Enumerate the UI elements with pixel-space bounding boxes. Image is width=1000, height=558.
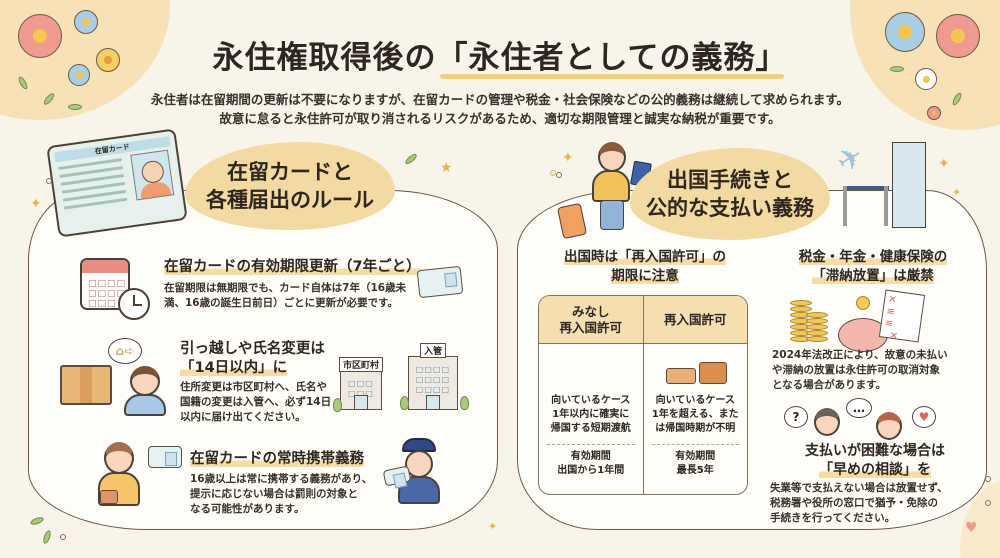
coin-stack-icon	[806, 312, 828, 342]
dot-decoration	[550, 170, 556, 176]
city-hall-icon: 市区町村 □□□□□□	[338, 357, 384, 410]
dot-decoration	[985, 476, 991, 482]
leaf-icon	[29, 515, 45, 527]
heading-line-1: 在留カードと	[227, 160, 353, 184]
man-face-icon	[130, 366, 160, 396]
title-highlight: 「永住者としての義務」	[436, 32, 787, 79]
reentry-column: 向いているケース 1年を超える、また は帰国時期が不明 有効期間 最長5年	[644, 344, 748, 494]
sparkle-icon: ✦	[562, 150, 574, 166]
dot-decoration	[60, 534, 66, 540]
dot-decoration	[985, 500, 991, 506]
card-icon	[148, 446, 182, 468]
flower-icon	[96, 48, 120, 72]
airplane-icon: ✈	[830, 138, 871, 181]
leaf-icon	[403, 152, 419, 166]
leaf-icon	[41, 529, 53, 545]
sparkle-icon: ★	[440, 160, 453, 176]
heart-bubble-icon: ♥	[912, 406, 936, 428]
woman-face-icon	[876, 412, 902, 440]
flower-icon	[885, 12, 925, 52]
woman-face-icon	[104, 442, 134, 474]
city-hall-sign: 市区町村	[338, 357, 384, 372]
intro-text: 永住者は在留期間の更新は不要になりますが、在留カードの管理や税金・社会保険などの…	[0, 90, 1000, 128]
heading-line-2: 公的な支払い義務	[646, 196, 814, 220]
tree-icon	[333, 398, 342, 412]
stanchion-icon	[843, 186, 847, 226]
leaf-icon	[890, 66, 904, 72]
stanchion-icon	[884, 186, 888, 226]
coin-icon	[856, 296, 870, 310]
traveler-legs-icon	[600, 200, 624, 230]
man-face-icon	[814, 408, 840, 436]
sparkle-icon: ✦	[952, 186, 962, 199]
col-header-reentry: 再入国許可	[663, 311, 727, 327]
tax-title: 税金・年金・健康保険の 「滞納放置」は厳禁	[798, 249, 948, 284]
handbag-icon	[100, 490, 118, 504]
reentry-comparison-table: みなし再入国許可 再入国許可 向いているケース 1年以内に確実に 帰国する短期渡…	[538, 295, 748, 495]
sparkle-icon: ✦	[488, 520, 498, 533]
sparkle-icon: ✦	[30, 196, 42, 212]
sparkle-icon: ✦	[938, 156, 950, 172]
immigration-sign: 入管	[419, 343, 447, 358]
question-bubble-icon: ?	[784, 406, 808, 428]
dot-decoration	[46, 178, 52, 184]
woman-body-icon	[98, 472, 140, 506]
overdue-notice-icon: ✕≡≡ ✕	[878, 289, 926, 343]
heart-decoration-icon: ♥	[965, 520, 978, 536]
traveler-body-icon	[592, 170, 630, 202]
flower-icon	[936, 14, 980, 58]
title-prefix: 永住権取得後の	[212, 40, 437, 76]
intro-line-2: 故意に怠ると永住許可が取り消されるリスクがあるため、適切な期限管理と誠実な納税が…	[219, 111, 781, 126]
card-renewal-title: 在留カードの有効期限更新（7年ごと）	[164, 259, 421, 275]
card-renewal-text: 在留期限は無期限でも、カード自体は7年（16歳未 満、16歳の誕生日前日）ごとに…	[164, 282, 407, 309]
residence-card-illustration: 在留カード	[46, 128, 188, 238]
intro-line-1: 永住者は在留期間の更新は不要になりますが、在留カードの管理や税金・社会保険などの…	[150, 92, 850, 107]
moving-title: 引っ越しや氏名変更は 「14日以内」に	[180, 341, 325, 376]
consult-text: 失業等で支払えない場合は放置せず、 税務署や役所の窓口で猶予・免除の 手続きを行…	[770, 482, 948, 524]
flower-icon	[927, 106, 941, 120]
card-icon	[416, 265, 464, 299]
house-bubble-icon: ⌂➪	[108, 338, 142, 364]
reentry-title: 出国時は「再入国許可」の 期限に注意	[564, 249, 726, 284]
col-header-deemed-reentry: みなし再入国許可	[539, 296, 644, 343]
ellipsis-bubble-icon: …	[846, 398, 872, 418]
moving-text: 住所変更は市区町村へ、氏名や 国籍の変更は入管へ、必ず14日 以内に届け出てくだ…	[180, 381, 332, 423]
clock-icon	[118, 288, 150, 320]
flower-icon	[68, 64, 90, 86]
flower-icon	[18, 14, 62, 58]
traveler-face-icon	[598, 142, 626, 172]
heading-line-2: 各種届出のルール	[206, 188, 374, 212]
large-suitcase-icon	[698, 362, 727, 384]
consult-title: 支払いが困難な場合は 「早めの相談」を	[805, 443, 945, 478]
right-section-heading: 出国手続きと 公的な支払い義務	[630, 148, 830, 240]
leaf-icon	[68, 104, 82, 110]
flower-icon	[915, 68, 937, 90]
heading-line-1: 出国手続きと	[667, 168, 793, 192]
tree-icon	[460, 396, 469, 410]
man-body-icon	[124, 394, 166, 416]
page-title: 永住権取得後の「永住者としての義務」	[0, 32, 1000, 79]
carry-duty-title: 在留カードの常時携帯義務	[190, 451, 364, 467]
tree-icon	[400, 396, 409, 410]
gate-kiosk-icon	[892, 142, 926, 228]
immigration-office-icon: 入管 □□□□□□□□□□□□	[408, 343, 458, 410]
dot-decoration	[556, 172, 562, 178]
queue-rope-icon	[845, 186, 889, 190]
moving-box-icon	[60, 365, 112, 405]
flower-icon	[74, 10, 98, 34]
tax-text: 2024年法改正により、故意の未払い や滞納の放置は永住許可の取消対象 となる場…	[772, 349, 948, 391]
left-section-heading: 在留カードと 各種届出のルール	[185, 142, 395, 230]
deemed-reentry-column: 向いているケース 1年以内に確実に 帰国する短期渡航 有効期間 出国から1年間	[539, 344, 644, 494]
small-suitcase-icon	[665, 368, 696, 384]
carry-duty-text: 16歳以上は常に携帯する義務があり、 提示に応じない場合は罰則の対象と なる可能…	[190, 473, 373, 515]
